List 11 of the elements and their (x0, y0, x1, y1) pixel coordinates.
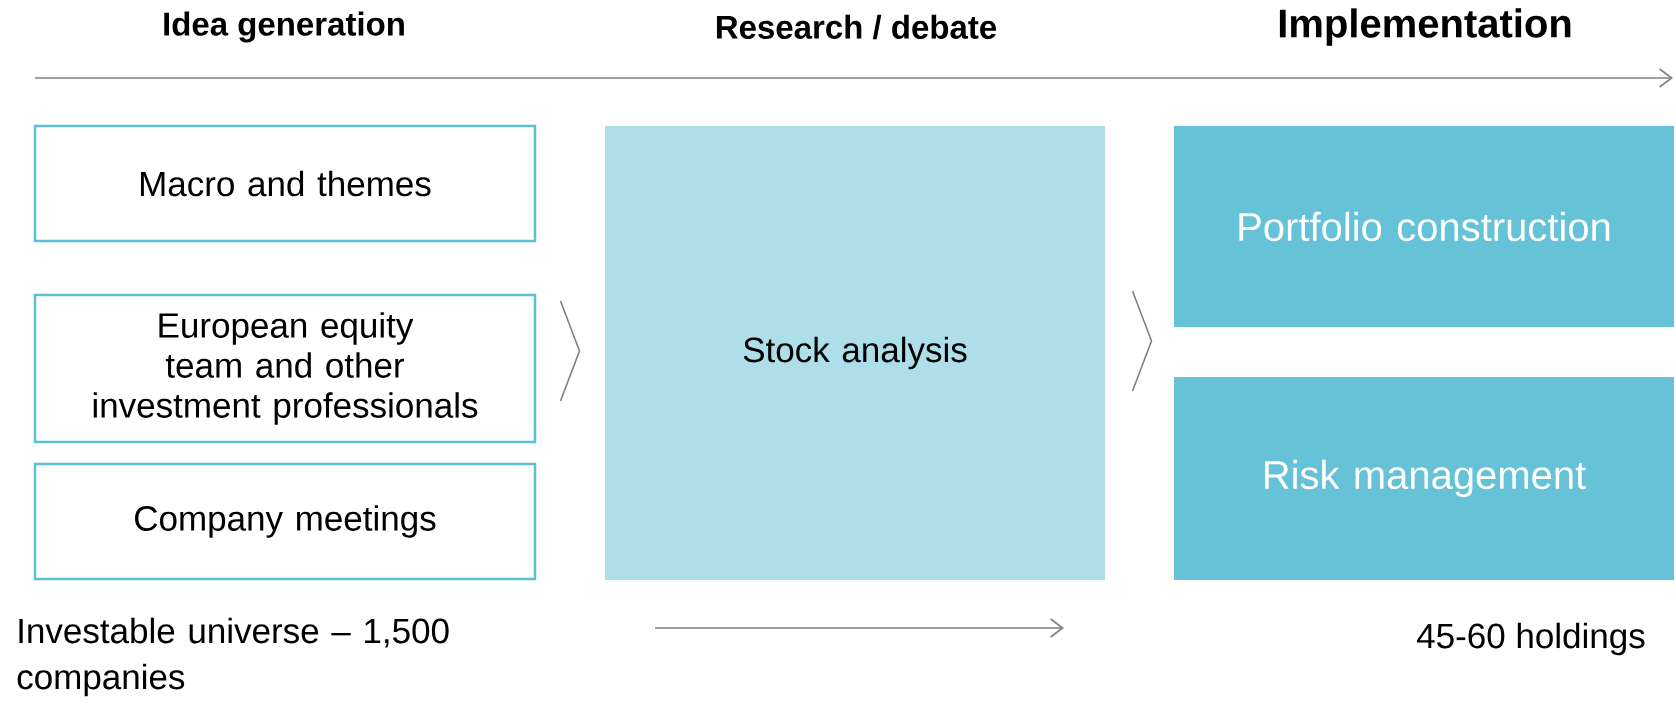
text-box: Macro and themes (33, 124, 537, 243)
caption-text: 45-60 holdings (1417, 622, 1645, 656)
process-box: Risk management (1174, 377, 1674, 580)
process-box: Stock analysis (605, 126, 1105, 580)
caption-text: Investable universe – 1,500 companies (17, 617, 449, 697)
column-heading: Implementation (1279, 8, 1571, 46)
text-box: European equity team and other investment professionals (33, 293, 537, 444)
process-box: Portfolio construction (1174, 126, 1674, 327)
text-box: Company meetings (33, 462, 537, 581)
column-heading: Research / debate (717, 14, 997, 40)
column-heading: Idea generation (164, 11, 404, 43)
